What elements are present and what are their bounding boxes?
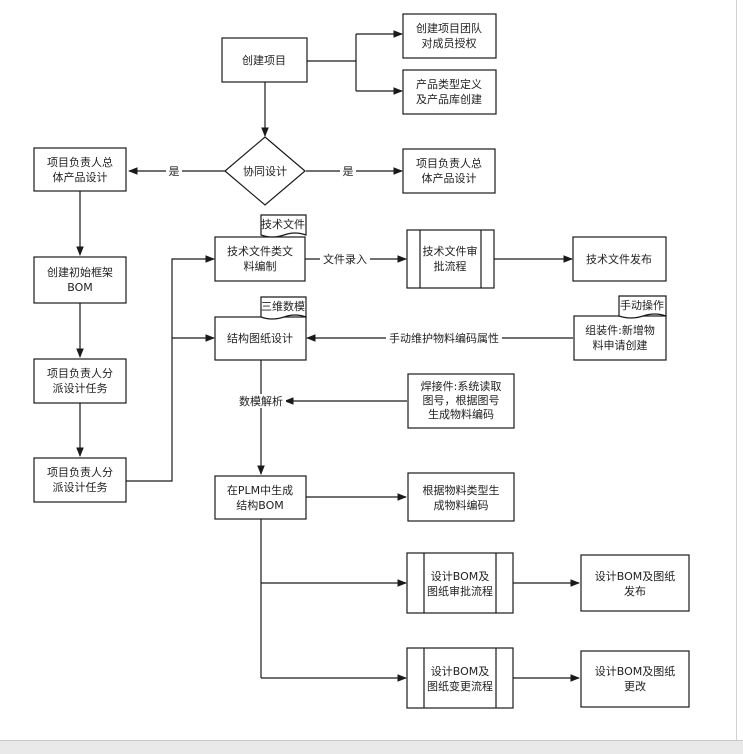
node-tech-release: 技术文件发布 xyxy=(572,236,667,282)
node-bom-change: 设计BOM及 图纸变更流程 xyxy=(406,647,514,709)
arrow xyxy=(126,255,215,482)
edge-label-yes-left: 是 xyxy=(169,165,180,178)
node-collab-decision: 协同设计 xyxy=(224,136,306,206)
node-bom-review-line1: 设计BOM及 xyxy=(431,570,490,583)
bottom-scroll-band xyxy=(0,740,743,754)
node-product-type-line2: 及产品库创建 xyxy=(416,92,482,106)
node-struct-design-label: 结构图纸设计 xyxy=(227,331,293,345)
node-bom-change-line2: 图纸变更流程 xyxy=(427,679,493,693)
doc-tag-model-label: 三维数模 xyxy=(261,300,305,313)
node-weld-line3: 生成物料编码 xyxy=(428,407,494,421)
node-bom-release: 设计BOM及图纸 发布 xyxy=(580,554,690,612)
node-plm-bom-line1: 在PLM中生成 xyxy=(227,483,293,497)
node-product-type-line1: 产品类型定义 xyxy=(416,77,482,91)
doc-tag-tech-label: 技术文件 xyxy=(261,217,305,231)
edge-label-file-entry: 文件录入 xyxy=(323,252,367,266)
node-left-overall-line1: 项目负责人总 xyxy=(47,155,113,169)
edge-label-model-parse: 数模解析 xyxy=(239,394,283,408)
page-edge-rule xyxy=(736,0,737,740)
node-team-auth-line2: 对成员授权 xyxy=(422,36,477,50)
node-plm-bom: 在PLM中生成 结构BOM xyxy=(214,475,307,520)
node-material-code: 根据物料类型生 成物料编码 xyxy=(407,472,515,522)
node-init-bom: 创建初始框架 BOM xyxy=(33,256,127,304)
node-left-overall-line2: 体产品设计 xyxy=(53,170,108,184)
doc-tag-model: 三维数模 xyxy=(260,296,307,320)
edge-labels: 是 是 文件录入 手动维护物料编码属性 数模解析 xyxy=(166,164,502,408)
node-bom-review: 设计BOM及 图纸审批流程 xyxy=(406,552,514,614)
node-collab-label: 协同设计 xyxy=(243,164,287,178)
node-init-bom-line1: 创建初始框架 xyxy=(47,265,113,279)
node-team-auth: 创建项目团队 对成员授权 xyxy=(402,13,497,59)
node-tech-review-line2: 批流程 xyxy=(434,259,467,273)
node-create-project-label: 创建项目 xyxy=(242,53,286,67)
edge-label-yes-right: 是 xyxy=(343,165,354,178)
node-material-code-line2: 成物料编码 xyxy=(434,498,489,512)
node-assign-1-line2: 派设计任务 xyxy=(53,382,108,395)
node-tech-doc-edit-line2: 料编制 xyxy=(244,259,277,273)
node-right-overall-line2: 体产品设计 xyxy=(422,171,477,185)
node-weld: 焊接件:系统读取 图号，根据图号 生成物料编码 xyxy=(407,373,515,429)
doc-tag-tech: 技术文件 xyxy=(260,214,307,238)
node-right-overall: 项目负责人总 体产品设计 xyxy=(402,148,496,194)
node-bom-review-line2: 图纸审批流程 xyxy=(427,584,493,598)
node-tech-review: 技术文件审 批流程 xyxy=(406,229,495,289)
node-weld-line1: 焊接件:系统读取 xyxy=(421,379,502,393)
node-bom-release-line1: 设计BOM及图纸 xyxy=(595,570,676,583)
node-init-bom-line2: BOM xyxy=(67,281,93,294)
node-assembly-line1: 组装件:新增物 xyxy=(585,323,655,337)
node-create-project: 创建项目 xyxy=(221,37,308,83)
node-left-overall: 项目负责人总 体产品设计 xyxy=(33,147,127,192)
node-bom-modify-line2: 更改 xyxy=(624,679,646,693)
node-assign-2: 项目负责人分 派设计任务 xyxy=(33,457,127,503)
node-product-type: 产品类型定义 及产品库创建 xyxy=(402,69,497,115)
doc-tag-manual: 手动操作 xyxy=(618,295,667,319)
node-bom-modify: 设计BOM及图纸 更改 xyxy=(580,650,690,708)
node-tech-doc-edit-line1: 技术文件类文 xyxy=(227,244,293,258)
node-right-overall-line1: 项目负责人总 xyxy=(416,156,482,170)
node-weld-line2: 图号，根据图号 xyxy=(423,393,500,407)
node-team-auth-line1: 创建项目团队 xyxy=(416,21,482,35)
node-tech-review-line1: 技术文件审 xyxy=(423,244,478,258)
edge-label-manual-maintain: 手动维护物料编码属性 xyxy=(389,331,499,345)
node-bom-change-line1: 设计BOM及 xyxy=(431,665,490,678)
node-struct-design: 结构图纸设计 xyxy=(214,316,307,361)
node-assembly: 组装件:新增物 料申请创建 xyxy=(573,315,667,361)
node-bom-modify-line1: 设计BOM及图纸 xyxy=(595,665,676,678)
node-material-code-line1: 根据物料类型生 xyxy=(423,483,500,497)
doc-tag-manual-label: 手动操作 xyxy=(620,298,664,312)
node-assign-2-line2: 派设计任务 xyxy=(53,481,108,494)
node-bom-release-line2: 发布 xyxy=(624,584,646,598)
node-plm-bom-line2: 结构BOM xyxy=(236,498,284,512)
node-assign-2-line1: 项目负责人分 xyxy=(47,465,113,479)
node-assign-1: 项目负责人分 派设计任务 xyxy=(33,358,127,404)
node-assembly-line2: 料申请创建 xyxy=(593,338,648,352)
node-tech-release-label: 技术文件发布 xyxy=(586,252,652,266)
node-assign-1-line1: 项目负责人分 xyxy=(47,366,113,380)
node-tech-doc-edit: 技术文件类文 料编制 xyxy=(214,236,306,282)
